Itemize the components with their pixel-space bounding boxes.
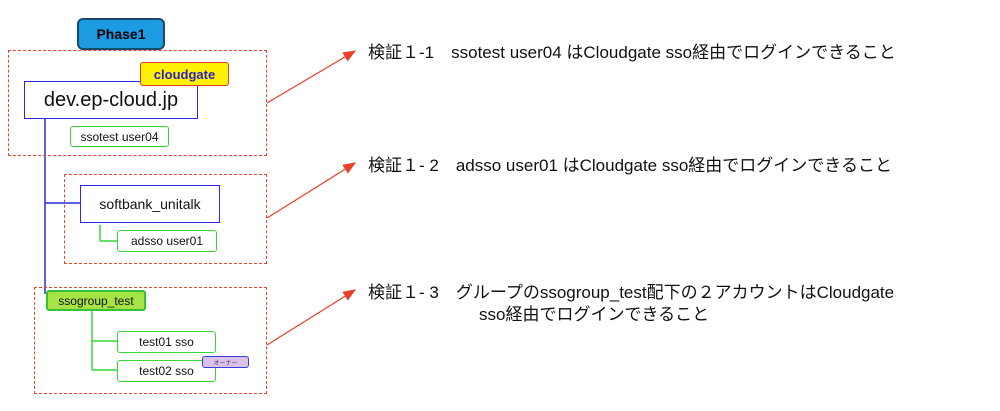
note-verification-2: 検証１- 2 adsso user01 はCloudgate sso経由でログイ… bbox=[368, 156, 892, 175]
softbank-node: softbank_unitalk bbox=[80, 185, 220, 223]
note-verification-3-line1: 検証１- 3 グループのssogroup_test配下の２アカウントはCloud… bbox=[368, 283, 895, 302]
user-test01-node: test01 sso bbox=[117, 331, 216, 353]
note-verification-1: 検証１-1 ssotest user04 はCloudgate sso経由でログ… bbox=[368, 43, 896, 62]
group-box-ssogroup bbox=[34, 287, 267, 394]
domain-node: dev.ep-cloud.jp bbox=[24, 81, 198, 119]
cloudgate-tag: cloudgate bbox=[140, 62, 229, 86]
group-box-domain bbox=[8, 50, 267, 156]
owner-badge: オーナー bbox=[202, 356, 249, 368]
ssogroup-node: ssogroup_test bbox=[46, 290, 146, 311]
note-verification-3-line2: sso経由でログインできること bbox=[479, 305, 710, 324]
group-box-softbank bbox=[64, 174, 267, 264]
arrow-note3 bbox=[266, 289, 357, 346]
phase-label: Phase1 bbox=[77, 18, 165, 50]
user-test02-node: test02 sso bbox=[117, 360, 216, 382]
arrow-note2 bbox=[266, 162, 357, 219]
arrow-note1 bbox=[266, 50, 357, 104]
user-adsso-node: adsso user01 bbox=[117, 230, 217, 252]
user-ssotest-node: ssotest user04 bbox=[70, 126, 169, 147]
